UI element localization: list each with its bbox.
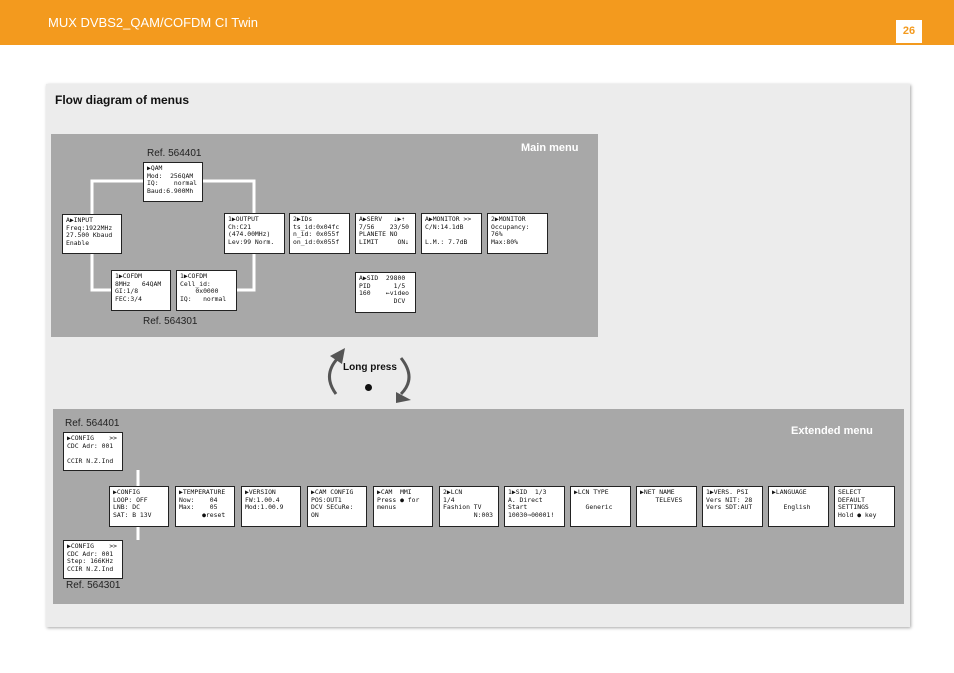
screen-cofdm-1: 1▶COFDM 8MHz 64QAM GI:1/8 FEC:3/4: [111, 270, 171, 311]
screen-sid: A▶SID 29800 PID 1/5 160 ⇜video DCV: [355, 272, 416, 313]
section-title: Flow diagram of menus: [55, 93, 190, 107]
extended-menu-label: Extended menu: [791, 425, 873, 437]
screen-net-name: ▶NET NAME TELEVES: [636, 486, 697, 527]
screen-cam-mmi: ▶CAM MMI Press ● for menus: [373, 486, 433, 527]
screen-version: ▶VERSION FW:1.00.4 Mod:1.00.9: [241, 486, 301, 527]
screen-monitor-1: A▶MONITOR >> C/N:14.1dB L.M.: 7.7dB: [421, 213, 482, 254]
main-menu-label: Main menu: [521, 142, 579, 154]
screen-vers-psi: 1▶VERS. PSI Vers NIT: 28 Vers SDT:AUT: [702, 486, 763, 527]
long-press-label: Long press: [343, 362, 397, 373]
screen-monitor-2: 2▶MONITOR Occupancy: 76% Max:80%: [487, 213, 548, 254]
screen-input: A▶INPUT Freq:1922MHz 27.500 Kbaud Enable: [62, 214, 122, 254]
main-ref-top: Ref. 564401: [147, 148, 202, 159]
screen-cofdm-2: 1▶COFDM Cell_id: 0x0000 IQ: normal: [176, 270, 237, 311]
screen-output: 1▶OUTPUT Ch:C21 (474.00MHz) Lev:99 Norm.: [224, 213, 285, 254]
screen-temperature: ▶TEMPERATURE Now: 04 Max: 05 ●reset: [175, 486, 235, 527]
screen-lcn-type: ▶LCN TYPE Generic: [570, 486, 631, 527]
screen-config-loop: ▶CONFIG LOOP: OFF LNB: DC SAT: B 13V: [109, 486, 169, 527]
main-ref-bottom: Ref. 564301: [143, 316, 198, 327]
screen-lcn: 2▶LCN 1/4 Fashion TV N:003: [439, 486, 499, 527]
screen-config-bottom: ▶CONFIG >> CDC Adr: 001 Step: 166KHz CCI…: [63, 540, 123, 579]
document-title: MUX DVBS2_QAM/COFDM CI Twin: [48, 15, 258, 30]
extended-ref-top: Ref. 564401: [65, 418, 120, 429]
button-dot-icon: [365, 384, 372, 391]
screen-ids: 2▶IDs ts_id:0x04fc n_id: 0x055f on_id:0x…: [289, 213, 350, 254]
extended-ref-bottom: Ref. 564301: [66, 580, 121, 591]
page-number: 26: [896, 20, 922, 43]
screen-config-top: ▶CONFIG >> CDC Adr: 001 CCIR N.Z.Ind: [63, 432, 123, 471]
header-bar: MUX DVBS2_QAM/COFDM CI Twin: [0, 0, 954, 45]
screen-language: ▶LANGUAGE English: [768, 486, 829, 527]
screen-sid-ext: 1▶SID 1/3 A. Direct Start 10030⇒00001!: [504, 486, 565, 527]
screen-select-default: SELECT DEFAULT SETTINGS Hold ● key: [834, 486, 895, 527]
screen-qam: ▶QAM Mod: 256QAM IQ: normal Baud:6.900Mh: [143, 162, 203, 202]
screen-serv: A▶SERV ⇣▶⇡ 7/56 23/50 PLANETE NO LIMIT O…: [355, 213, 416, 254]
screen-cam-config: ▶CAM CONFIG POS:OUT1 DCV SECuRe: ON: [307, 486, 367, 527]
